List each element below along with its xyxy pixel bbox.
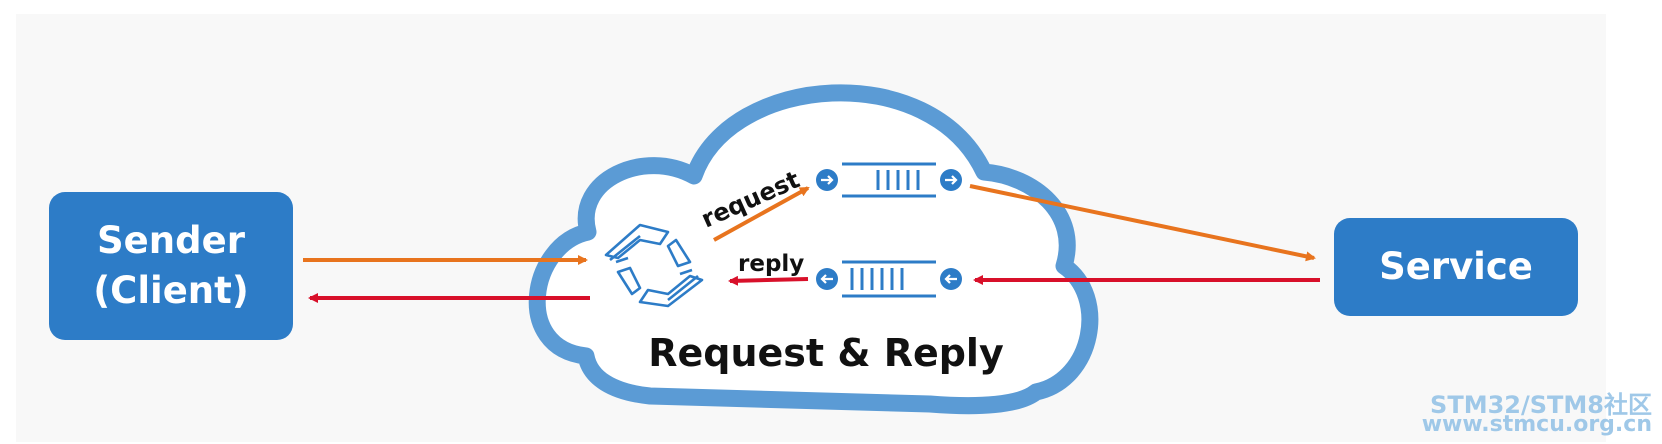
reply-arrow [728,275,809,286]
sender-label-line2: (Client) [93,269,249,312]
sender-box: Sender (Client) [49,192,293,340]
watermark-title: STM32/STM8社区 [1430,391,1652,419]
request-arrow [713,186,810,242]
reply-queue-icon [816,260,962,298]
service-request-arrow [969,184,1316,262]
sender-label-line1: Sender [97,219,245,262]
cloud-title: Request & Reply [648,331,1004,375]
watermark-url: www.stmcu.org.cn [1421,412,1652,437]
router-icon [604,223,704,308]
request-queue-icon [816,162,962,198]
reply-label: reply [738,251,804,277]
service-label: Service [1379,245,1533,288]
service-box: Service [1334,218,1578,316]
